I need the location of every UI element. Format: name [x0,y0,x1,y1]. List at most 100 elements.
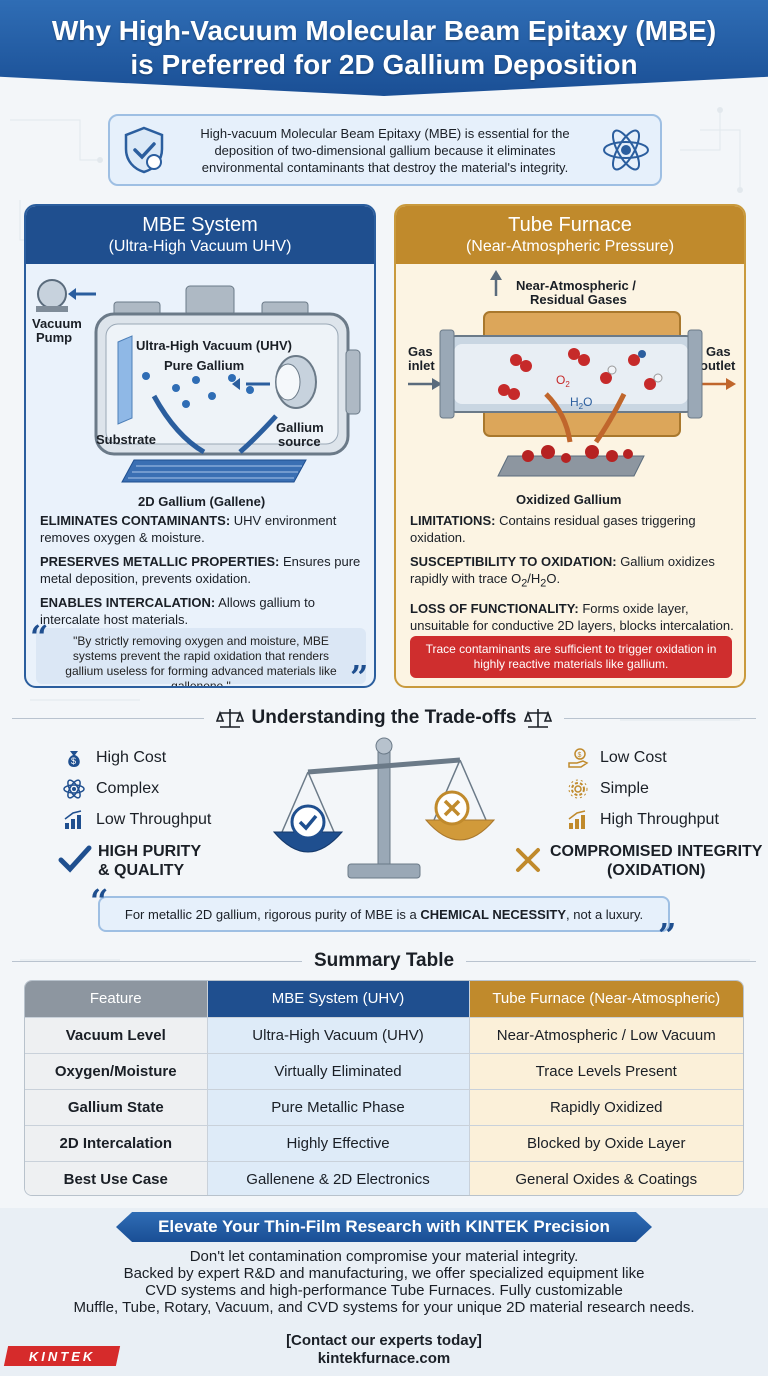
pure-gallium-label: Pure Gallium [164,358,244,373]
gas-outlet-label-1: Gas [706,344,731,359]
tube-points: LIMITATIONS: Contains residual gases tri… [410,512,740,641]
mbe-point: PRESERVES METALLIC PROPERTIES: Ensures p… [40,554,361,586]
table-cell: Rapidly Oxidized [469,1089,743,1126]
table-cell: Highly Effective [206,1125,470,1162]
quote-close-icon: ” [658,916,677,954]
tube-furnace-panel: Tube Furnace (Near-Atmospheric Pressure)… [394,204,746,688]
table-cell: Gallenene & 2D Electronics [206,1161,470,1195]
quote-close-icon: ” [350,658,369,688]
contact-block: [Contact our experts today] kintekfurnac… [0,1332,768,1368]
quote-open-icon: “ [30,618,49,656]
table-header: Tube Furnace (Near-Atmospheric) [469,981,743,1018]
table-cell: Blocked by Oxide Layer [469,1125,743,1162]
bar-chart-icon [566,808,590,832]
tradeoff-item: Complex [62,773,211,804]
atom-icon [603,129,649,171]
contact-link[interactable]: [Contact our experts today] [286,1332,482,1349]
mbe-points: ELIMINATES CONTAMINANTS: UHV environment… [40,512,370,635]
table-cell: General Oxides & Coatings [469,1161,743,1195]
table-row: Oxygen/Moisture Virtually Eliminated Tra… [25,1053,743,1090]
tube-verdict: COMPROMISED INTEGRITY (OXIDATION) [550,843,763,879]
atom-icon [62,777,86,801]
svg-text:$: $ [578,752,582,759]
vacuum-pump-label-2: Pump [36,330,72,345]
hand-coin-icon: $ [566,746,590,770]
table-row: Best Use Case Gallenene & 2D Electronics… [25,1161,743,1195]
x-mark-icon [516,848,540,872]
cta-ribbon: Elevate Your Thin-Film Research with KIN… [116,1212,652,1242]
tradeoff-item: $ Low Cost [566,742,719,773]
scale-icon [215,709,244,728]
gallium-atoms [142,372,254,408]
residual-gases-label-2: Residual Gases [530,292,627,307]
table-row: 2D Intercalation Highly Effective Blocke… [25,1125,743,1162]
table-row: Gallium State Pure Metallic Phase Rapidl… [25,1089,743,1126]
tube-furnace-illustration: Near-Atmospheric / Residual Gases Gas in… [408,270,736,507]
tradeoff-quote: For metallic 2D gallium, rigorous purity… [98,896,670,932]
oxidized-gallium-label: Oxidized Gallium [516,492,621,507]
gear-icon [566,777,590,801]
substrate-label: Substrate [96,432,156,447]
page-title: Why High-Vacuum Molecular Beam Epitaxy (… [52,14,716,82]
intro-text: High-vacuum Molecular Beam Epitaxy (MBE)… [200,125,570,175]
gas-outlet-label-2: outlet [700,358,736,373]
summary-table: Feature MBE System (UHV) Tube Furnace (N… [24,980,744,1196]
table-cell: Oxygen/Moisture [25,1053,207,1090]
table-cell: Near-Atmospheric / Low Vacuum [469,1017,743,1054]
tube-point: LIMITATIONS: Contains residual gases tri… [410,513,696,545]
summary-title: Summary Table [313,950,455,971]
bar-chart-icon [62,808,86,832]
table-header: Feature [25,981,207,1018]
summary-heading: Summary Table [0,948,768,974]
h2o-label: H2O [570,395,592,411]
quote-open-icon: “ [90,882,109,920]
table-header: MBE System (UHV) [206,981,470,1018]
tradeoff-item: High Throughput [566,804,719,835]
table-cell: Gallium State [25,1089,207,1126]
tube-tradeoff-list: $ Low Cost Simple High Throughput [566,742,719,835]
tradeoffs-title: Understanding the Trade-offs [251,707,517,728]
gallium-source-label-1: Gallium [276,420,324,435]
tube-point: SUSCEPTIBILITY TO OXIDATION: Gallium oxi… [410,554,715,590]
tradeoff-item: $ High Cost [62,742,211,773]
mbe-tradeoff-list: $ High Cost Complex Low Throughput [62,742,211,835]
tradeoff-item: Low Throughput [62,804,211,835]
gallium-source-label-2: source [278,434,321,449]
mbe-subtitle: (Ultra-High Vacuum UHV) [108,238,292,255]
gas-inlet-label-2: inlet [408,358,435,373]
tube-point: LOSS OF FUNCTIONALITY: Forms oxide layer… [410,600,734,633]
mbe-verdict: HIGH PURITY & QUALITY [98,843,202,879]
shield-check-icon [124,126,164,174]
gallene-label: 2D Gallium (Gallene) [138,494,265,509]
mbe-illustration: Vacuum Pump Ultra-High Vacuum (UHV) Pure… [32,279,361,509]
tradeoff-item: Simple [566,773,719,804]
tube-header: Tube Furnace (Near-Atmospheric Pressure) [396,206,744,264]
table-cell: 2D Intercalation [25,1125,207,1162]
kintek-logo: KINTEK [3,1346,121,1366]
vacuum-pump-icon [36,279,96,312]
website-link[interactable]: kintekfurnace.com [317,1350,451,1367]
header-banner: Why High-Vacuum Molecular Beam Epitaxy (… [0,0,768,96]
mbe-point: ENABLES INTERCALATION: Allows gallium to… [40,595,315,627]
table-header-row: Feature MBE System (UHV) Tube Furnace (N… [25,981,743,1018]
table-cell: Trace Levels Present [469,1053,743,1090]
title-line-2: is Preferred for 2D Gallium Deposition [130,49,638,80]
table-cell: Ultra-High Vacuum (UHV) [206,1017,470,1054]
mbe-title: MBE System [142,214,258,236]
check-icon [58,845,92,873]
table-cell: Virtually Eliminated [206,1053,470,1090]
mbe-quote: "By strictly removing oxygen and moistur… [36,628,366,686]
mbe-point: ELIMINATES CONTAMINANTS: UHV environment… [40,513,337,545]
svg-text:$: $ [71,756,76,766]
footer-text: Don't let contamination compromise your … [73,1248,695,1316]
residual-gases-label-1: Near-Atmospheric / [516,278,636,293]
tube-title: Tube Furnace [508,214,632,236]
warning-box: Trace contaminants are sufficient to tri… [410,636,732,678]
intro-box: High-vacuum Molecular Beam Epitaxy (MBE)… [108,114,662,186]
vacuum-pump-label-1: Vacuum [32,316,82,331]
o2-label: O2 [556,373,570,389]
tradeoffs-heading: Understanding the Trade-offs [0,704,768,732]
mbe-panel: MBE System (Ultra-High Vacuum UHV) Vacuu… [24,204,376,688]
table-cell: Best Use Case [25,1161,207,1195]
tube-subtitle: (Near-Atmospheric Pressure) [465,238,675,255]
